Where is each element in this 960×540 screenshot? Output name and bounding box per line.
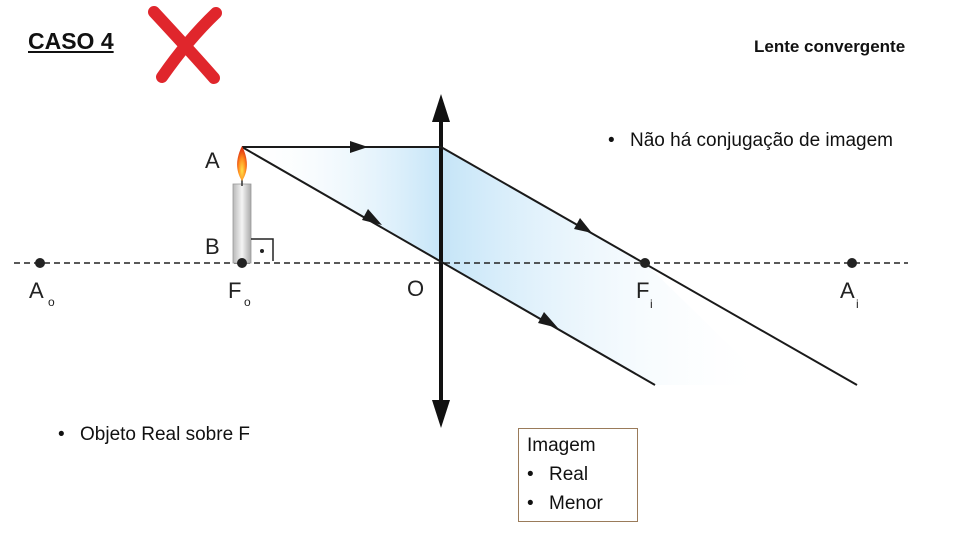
label-ai: A xyxy=(840,278,855,303)
label-fo-sub: o xyxy=(244,295,251,309)
page-title: CASO 4 xyxy=(28,28,114,54)
image-box-item-text: Menor xyxy=(549,493,603,514)
ray-arrows xyxy=(350,141,592,328)
point-fi xyxy=(640,258,650,268)
point-ai xyxy=(847,258,857,268)
bullet-object-text: Objeto Real sobre F xyxy=(80,424,251,445)
image-box-item: • Real xyxy=(527,460,637,489)
bullet-dot: • xyxy=(527,493,534,514)
wrong-x-icon xyxy=(148,6,222,84)
label-fi: F xyxy=(636,278,649,303)
right-angle-marker xyxy=(251,238,274,261)
label-b: B xyxy=(205,234,220,259)
image-properties-box: Imagem • Real • Menor xyxy=(518,428,638,522)
point-ao xyxy=(35,258,45,268)
point-fo xyxy=(237,258,247,268)
bullet-dot: • xyxy=(527,464,534,485)
image-box-item: • Menor xyxy=(527,489,637,518)
label-fi-sub: i xyxy=(650,297,653,311)
beam-after-lens xyxy=(442,147,770,385)
beam-before-lens xyxy=(242,147,442,263)
image-box-item-text: Real xyxy=(549,464,589,485)
label-o: O xyxy=(407,276,424,301)
bullet-no-image: • Não há conjugação de imagem xyxy=(608,130,893,152)
label-fo: F xyxy=(228,278,241,303)
candle-object xyxy=(232,146,252,264)
label-ai-sub: i xyxy=(856,297,859,311)
label-ao: A xyxy=(29,278,44,303)
bullet-object: • Objeto Real sobre F xyxy=(58,424,250,446)
lens-type-heading: Lente convergente xyxy=(754,37,906,56)
bullet-dot: • xyxy=(608,130,615,151)
bullet-dot: • xyxy=(58,424,65,445)
converging-lens xyxy=(432,94,450,428)
label-ao-sub: o xyxy=(48,295,55,309)
label-a: A xyxy=(205,148,220,173)
light-rays xyxy=(241,146,858,386)
image-box-title: Imagem xyxy=(527,435,596,456)
bullet-no-image-text: Não há conjugação de imagem xyxy=(630,130,894,151)
